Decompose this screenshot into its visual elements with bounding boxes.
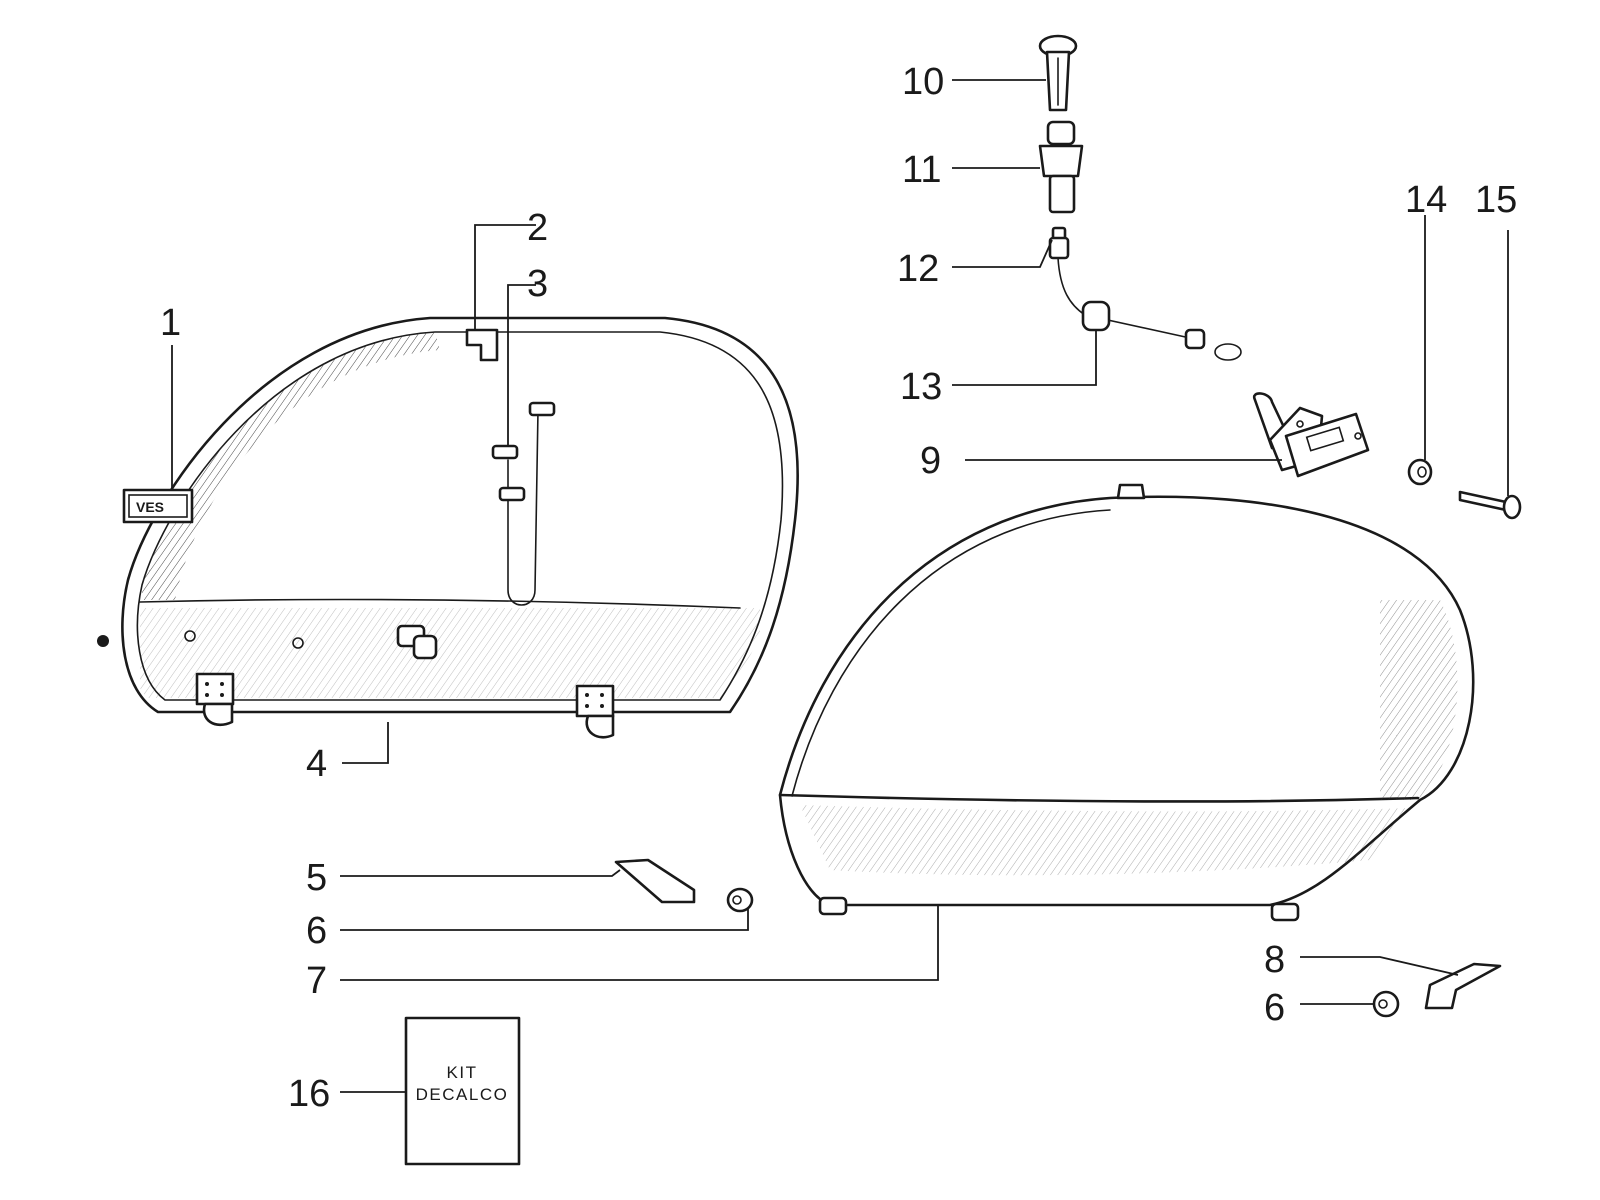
callout-2: 2 [527,207,548,249]
callout-3: 3 [527,263,548,305]
grommet-6b-icon [1372,990,1400,1018]
lock-housing-icon [1038,120,1084,214]
kit-decal-box: KIT DECALCO [404,1016,521,1166]
callout-7: 7 [306,960,327,1002]
bracket-8-icon [1424,962,1502,1010]
hinge-right-icon [575,684,615,739]
callout-13: 13 [900,366,942,408]
right-side-panel [778,483,1475,922]
callout-10: 10 [902,61,944,103]
callout-6a: 6 [306,910,327,952]
lock-rod-icon [1048,226,1242,361]
panel-pin-icon [396,624,438,660]
callout-1: 1 [160,302,181,344]
left-side-panel [121,316,799,739]
callout-14: 14 [1405,179,1447,221]
callout-12: 12 [897,248,939,290]
bracket-5-icon [614,858,696,904]
kit-box-line1: KIT [447,1063,478,1082]
clip-icon [465,328,499,362]
cable-loop-icon [491,401,556,606]
callout-6b: 6 [1264,987,1285,1029]
hinge-left-icon [195,672,235,727]
dot-marker [97,635,109,647]
callout-9: 9 [920,440,941,482]
leader-lines [171,79,1509,1093]
callout-numbers: 1 2 3 4 5 6 7 8 6 9 10 11 12 13 14 15 16 [160,61,1517,1115]
callout-5: 5 [306,857,327,899]
callout-16: 16 [288,1073,330,1115]
callout-11: 11 [902,149,941,191]
callout-15: 15 [1475,179,1517,221]
washer-icon [1407,458,1433,486]
grommet-6a-icon [726,887,754,913]
kit-box-line2: DECALCO [416,1085,509,1104]
lock-cylinder-icon [1038,34,1078,112]
latch-icon [1252,392,1370,478]
callout-8: 8 [1264,939,1285,981]
emblem-badge: VES [122,488,194,524]
callout-4: 4 [306,743,327,785]
emblem-text: VES [136,499,164,515]
screw-icon [1458,490,1522,520]
